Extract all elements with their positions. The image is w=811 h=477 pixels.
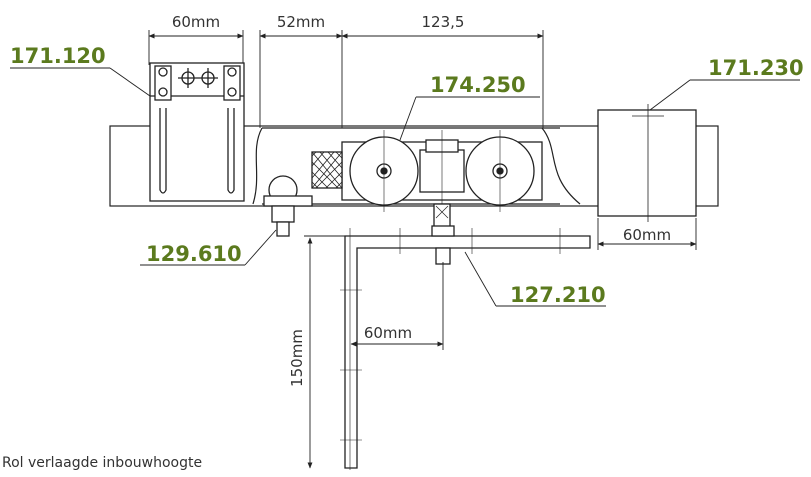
right-dimension — [597, 218, 697, 250]
label-127-210: 127.210 — [510, 283, 606, 307]
leader-lines — [10, 67, 800, 307]
dim-bracket-height: 150mm — [288, 329, 306, 387]
label-171-120: 171.120 — [10, 44, 106, 68]
top-dimensions — [148, 30, 544, 128]
left-guide — [149, 62, 245, 202]
bolt-assembly — [263, 175, 313, 237]
offset-dimension — [350, 262, 444, 350]
right-guide — [597, 104, 697, 222]
caption: Rol verlaagde inbouwhoogte — [2, 455, 202, 471]
dim-width-left: 60mm — [172, 13, 220, 31]
dim-span: 123,5 — [422, 13, 465, 31]
label-171-230: 171.230 — [708, 56, 804, 80]
bracket — [340, 225, 591, 470]
height-dimension — [304, 235, 345, 469]
dim-gap: 52mm — [277, 13, 325, 31]
dim-width-right: 60mm — [623, 226, 671, 244]
label-129-610: 129.610 — [146, 242, 242, 266]
label-174-250: 174.250 — [430, 73, 526, 97]
dim-bracket-offset: 60mm — [364, 324, 412, 342]
roller-carriage — [311, 130, 543, 262]
